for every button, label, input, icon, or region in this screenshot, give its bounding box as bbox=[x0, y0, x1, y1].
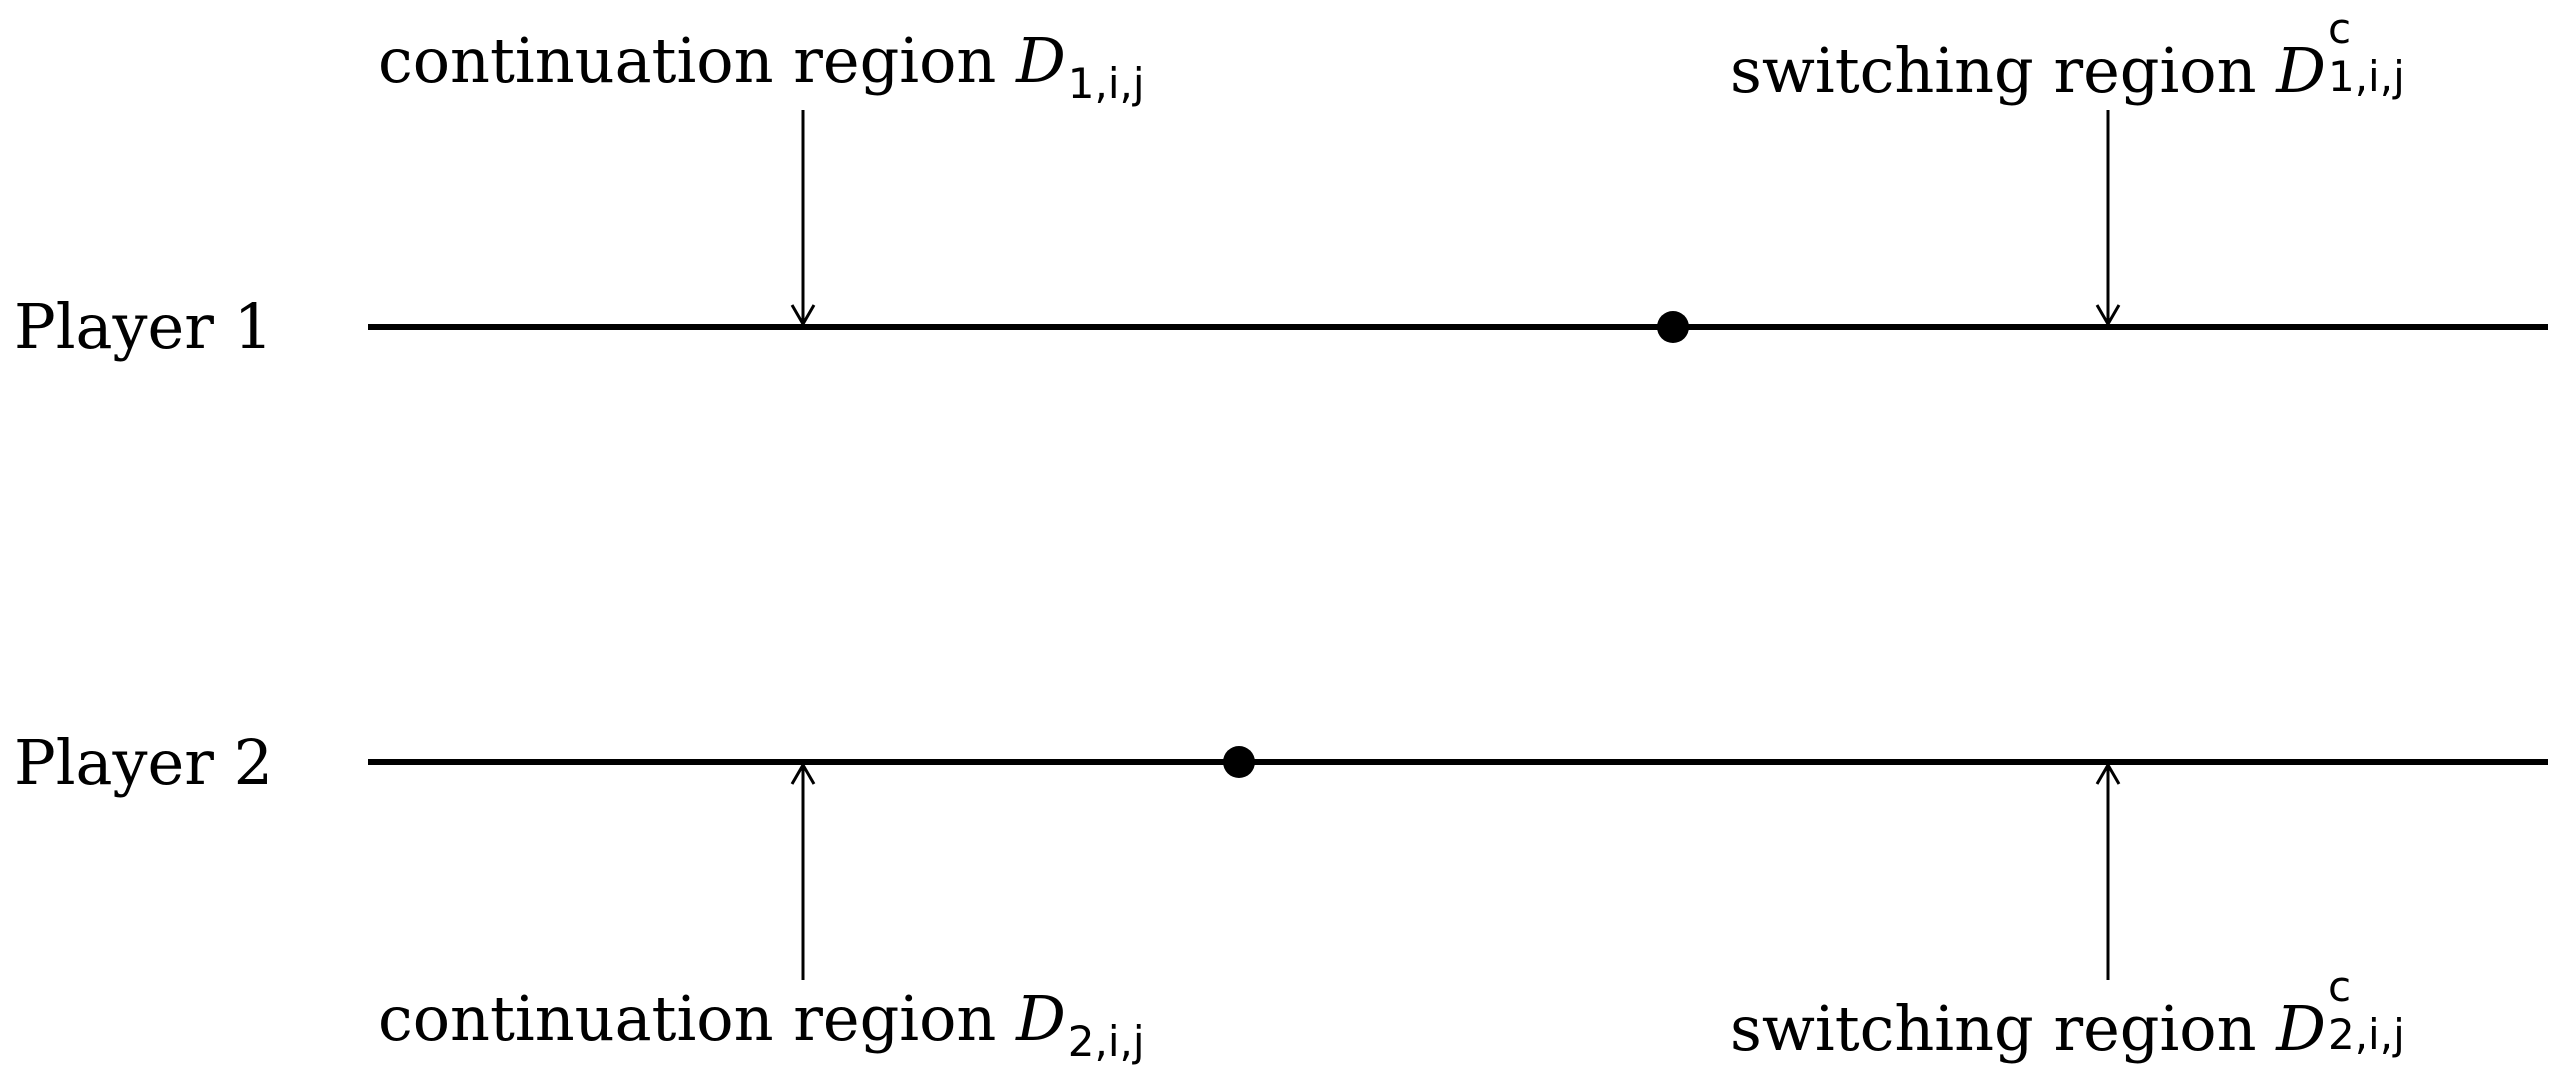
region-subscript: 1,i,j bbox=[1067, 59, 1145, 108]
player-2-continuation-region-label: continuation region D2,i,j bbox=[378, 988, 1145, 1063]
region-symbol: D bbox=[1016, 24, 1066, 97]
player-2-threshold-point bbox=[1223, 746, 1255, 778]
player-1-label: Player 1 bbox=[14, 290, 274, 363]
region-symbol: D bbox=[1016, 982, 1066, 1055]
region-text: continuation region bbox=[378, 24, 1017, 97]
player-2-label: Player 2 bbox=[14, 726, 274, 799]
region-subscript: 1,i,j bbox=[2327, 52, 2405, 101]
region-symbol: D bbox=[2276, 992, 2326, 1065]
player-1-switching-arrow bbox=[2095, 110, 2121, 327]
region-superscript: c bbox=[2327, 4, 2352, 53]
player-1-continuation-region-label: continuation region D1,i,j bbox=[378, 30, 1145, 105]
player-2-continuation-arrow bbox=[790, 762, 816, 980]
region-symbol: D bbox=[2276, 34, 2326, 107]
region-text: switching region bbox=[1730, 992, 2277, 1065]
region-text: switching region bbox=[1730, 34, 2277, 107]
player-1-threshold-point bbox=[1657, 311, 1689, 343]
region-text: continuation region bbox=[378, 982, 1017, 1055]
player-2-switching-arrow bbox=[2095, 762, 2121, 980]
region-subscript: 2,i,j bbox=[1067, 1017, 1145, 1066]
region-superscript: c bbox=[2327, 962, 2352, 1011]
player-1-continuation-arrow bbox=[790, 110, 816, 327]
region-subscript: 2,i,j bbox=[2327, 1010, 2405, 1059]
